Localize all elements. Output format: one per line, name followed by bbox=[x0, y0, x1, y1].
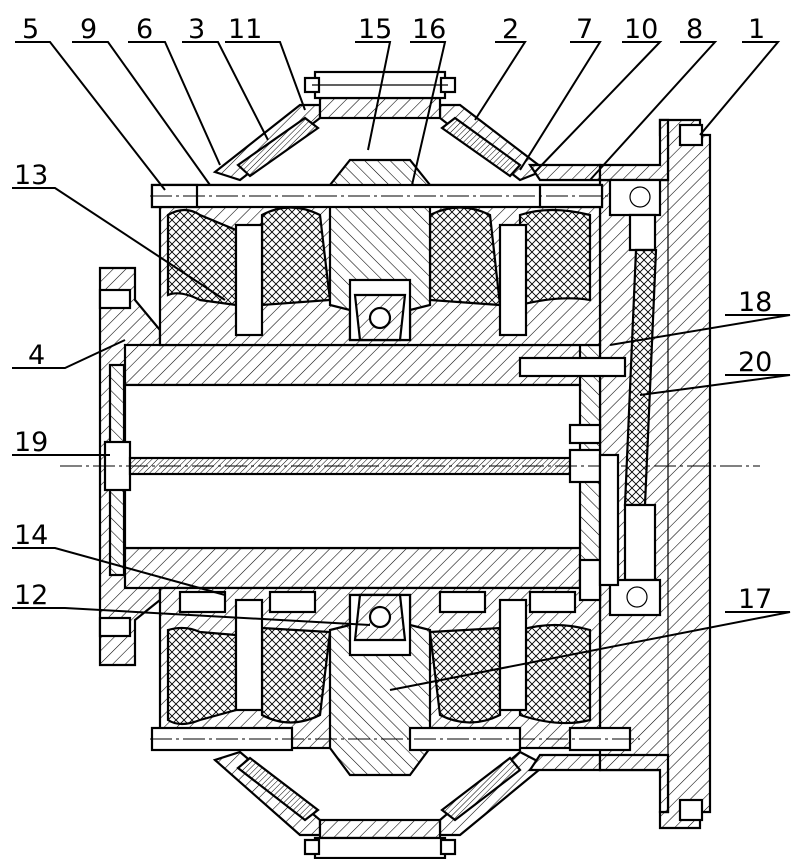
upper-stator bbox=[150, 158, 610, 347]
lower-housing bbox=[212, 750, 670, 859]
callout-11: 11 bbox=[228, 14, 262, 45]
callout-13: 13 bbox=[14, 160, 48, 191]
callout-7: 7 bbox=[576, 14, 593, 45]
callout-9: 9 bbox=[80, 14, 97, 45]
callout-1: 1 bbox=[748, 14, 765, 45]
callout-6: 6 bbox=[136, 14, 153, 45]
callout-2: 2 bbox=[502, 14, 519, 45]
callout-labels: 5 9 6 3 11 15 16 2 7 10 8 1 13 18 4 20 1… bbox=[14, 14, 772, 615]
callout-15: 15 bbox=[358, 14, 392, 45]
callout-8: 8 bbox=[686, 14, 703, 45]
callout-10: 10 bbox=[624, 14, 658, 45]
lower-stator bbox=[150, 586, 640, 777]
callout-16: 16 bbox=[412, 14, 446, 45]
callout-19: 19 bbox=[14, 427, 48, 458]
cover-bolts bbox=[518, 356, 627, 602]
callout-14: 14 bbox=[14, 520, 48, 551]
leader-lines bbox=[12, 41, 791, 691]
callout-17: 17 bbox=[738, 584, 772, 615]
callout-4: 4 bbox=[28, 340, 45, 371]
callout-12: 12 bbox=[14, 580, 48, 611]
callout-18: 18 bbox=[738, 287, 772, 318]
upper-housing bbox=[212, 70, 670, 182]
tie-rod bbox=[60, 440, 760, 492]
callout-20: 20 bbox=[738, 347, 772, 378]
callout-5: 5 bbox=[22, 14, 39, 45]
hose bbox=[608, 178, 662, 617]
callout-3: 3 bbox=[188, 14, 205, 45]
